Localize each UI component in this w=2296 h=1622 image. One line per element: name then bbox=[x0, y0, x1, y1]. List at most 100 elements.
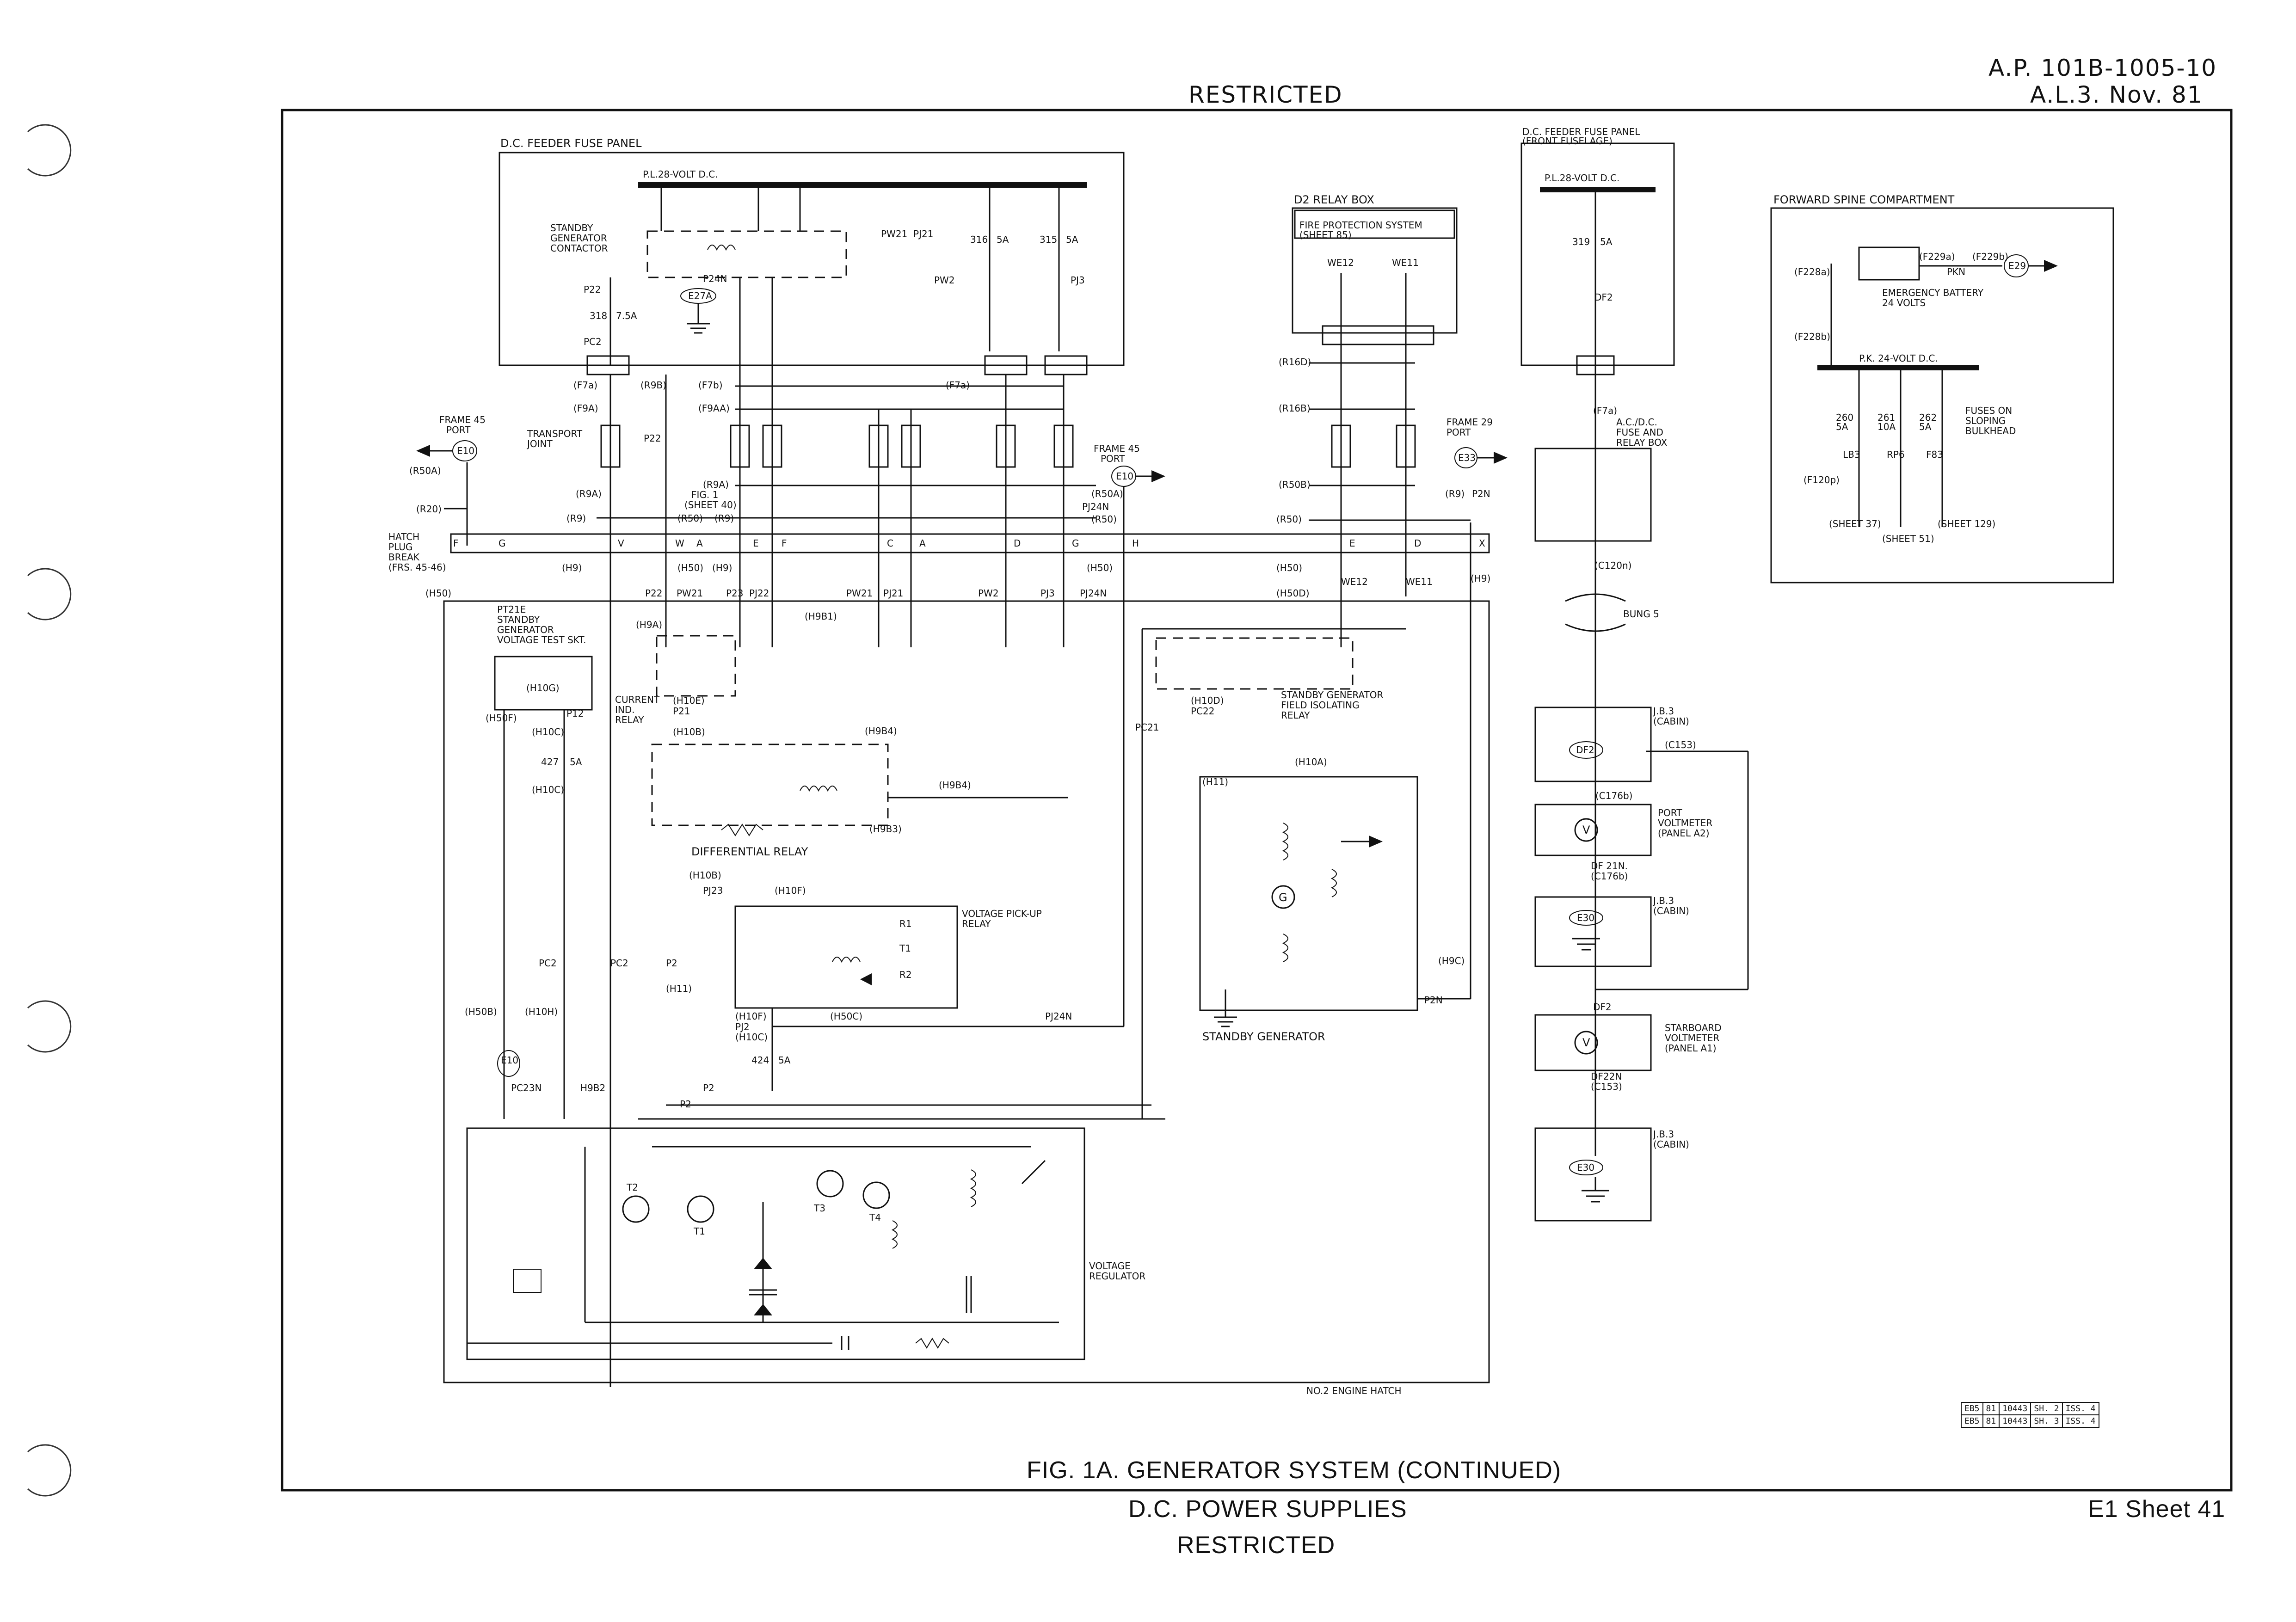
svg-text:PORT: PORT bbox=[1101, 453, 1125, 464]
svg-text:E27A: E27A bbox=[688, 290, 712, 301]
svg-text:(R50B): (R50B) bbox=[1279, 479, 1311, 490]
svg-text:STANDBY GENERATOR: STANDBY GENERATOR bbox=[1202, 1030, 1325, 1043]
svg-text:E: E bbox=[1349, 538, 1355, 549]
transistor-t1 bbox=[687, 1195, 714, 1223]
standby-generator-box bbox=[1199, 776, 1418, 1011]
svg-text:C: C bbox=[887, 538, 893, 549]
svg-text:(H10F): (H10F) bbox=[775, 885, 806, 896]
svg-text:A: A bbox=[696, 538, 703, 549]
svg-text:(CABIN): (CABIN) bbox=[1653, 905, 1689, 916]
svg-text:(R16D): (R16D) bbox=[1279, 356, 1311, 368]
plug-pins: F G V W A E F C A D G H E D X bbox=[453, 538, 1485, 549]
svg-text:T3: T3 bbox=[813, 1203, 825, 1214]
svg-text:(SHEET 40): (SHEET 40) bbox=[684, 499, 737, 510]
svg-text:(H9): (H9) bbox=[1471, 573, 1490, 584]
svg-text:(H50D): (H50D) bbox=[1276, 588, 1310, 599]
svg-text:PC21: PC21 bbox=[1135, 722, 1159, 733]
generator-icon bbox=[1271, 885, 1295, 909]
svg-text:DIFFERENTIAL RELAY: DIFFERENTIAL RELAY bbox=[691, 845, 808, 858]
fuse-315: 315 bbox=[1040, 234, 1057, 245]
svg-text:RELAY: RELAY bbox=[962, 918, 991, 929]
contactor-body bbox=[646, 230, 847, 278]
svg-text:P22: P22 bbox=[645, 588, 663, 599]
svg-text:(SHEET 85): (SHEET 85) bbox=[1299, 229, 1352, 240]
svg-text:PW2: PW2 bbox=[934, 275, 955, 286]
svg-text:FRAME 45: FRAME 45 bbox=[1094, 443, 1140, 454]
svg-text:BULKHEAD: BULKHEAD bbox=[1965, 425, 2016, 436]
svg-text:JOINT: JOINT bbox=[526, 438, 553, 449]
svg-text:RELAY: RELAY bbox=[1281, 710, 1310, 721]
svg-text:(H50): (H50) bbox=[1087, 562, 1113, 573]
fuse-316: 316 bbox=[970, 234, 988, 245]
svg-text:P22: P22 bbox=[644, 433, 661, 444]
svg-text:(H10C): (H10C) bbox=[532, 726, 564, 737]
svg-text:7.5A: 7.5A bbox=[616, 310, 637, 321]
generator-field-2 bbox=[1282, 934, 1288, 962]
regulator-resistor bbox=[915, 1338, 949, 1349]
svg-text:(PANEL A1): (PANEL A1) bbox=[1665, 1043, 1717, 1054]
svg-text:PC2: PC2 bbox=[610, 958, 628, 969]
svg-text:SLOPING: SLOPING bbox=[1965, 415, 2006, 426]
svg-text:(R50): (R50) bbox=[1276, 514, 1302, 525]
svg-text:5A: 5A bbox=[1066, 234, 1078, 245]
svg-text:J.B.3: J.B.3 bbox=[1652, 706, 1674, 717]
svg-text:R2: R2 bbox=[899, 969, 912, 980]
svg-text:(H50B): (H50B) bbox=[465, 1006, 497, 1017]
regulator-coil bbox=[891, 1220, 898, 1249]
forward-spine-box bbox=[1770, 207, 2114, 584]
svg-text:(H9B4): (H9B4) bbox=[865, 725, 897, 737]
svg-text:P2N: P2N bbox=[1424, 995, 1443, 1006]
svg-text:IND.: IND. bbox=[615, 704, 635, 715]
svg-text:P2N: P2N bbox=[1472, 488, 1490, 499]
svg-text:5A: 5A bbox=[1836, 421, 1848, 432]
svg-text:PJ21: PJ21 bbox=[883, 588, 903, 599]
footer-classification: RESTRICTED bbox=[1177, 1532, 1336, 1559]
svg-text:FIELD ISOLATING: FIELD ISOLATING bbox=[1281, 700, 1360, 711]
svg-text:(R9): (R9) bbox=[566, 513, 586, 524]
svg-text:FRAME 29: FRAME 29 bbox=[1447, 417, 1493, 428]
svg-text:(F229b): (F229b) bbox=[1972, 251, 2008, 262]
svg-text:(F9A): (F9A) bbox=[573, 403, 598, 414]
svg-text:D.C. FEEDER FUSE PANEL: D.C. FEEDER FUSE PANEL bbox=[1522, 126, 1640, 137]
svg-text:PORT: PORT bbox=[1658, 807, 1682, 818]
svg-text:(F9AA): (F9AA) bbox=[698, 403, 730, 414]
tag-pj22 bbox=[762, 424, 782, 468]
svg-text:(F7a): (F7a) bbox=[1593, 405, 1617, 416]
svg-text:(H9): (H9) bbox=[712, 562, 732, 573]
svg-text:5A: 5A bbox=[570, 756, 582, 768]
generator-field-1 bbox=[1282, 823, 1288, 860]
svg-text:D: D bbox=[1414, 538, 1421, 549]
transistor-t3 bbox=[816, 1170, 844, 1198]
binder-hole bbox=[27, 1000, 72, 1053]
svg-text:(H9C): (H9C) bbox=[1438, 955, 1465, 966]
test-socket bbox=[494, 656, 593, 711]
svg-text:PJ3: PJ3 bbox=[1071, 275, 1085, 286]
fuse-319: 319 bbox=[1572, 236, 1590, 247]
svg-text:P2: P2 bbox=[666, 958, 677, 969]
svg-text:(C153): (C153) bbox=[1665, 739, 1696, 750]
svg-text:(C176b): (C176b) bbox=[1595, 790, 1632, 801]
svg-text:FRAME 45: FRAME 45 bbox=[439, 414, 486, 425]
svg-text:P12: P12 bbox=[566, 708, 584, 719]
svg-text:V: V bbox=[618, 538, 624, 549]
tag-pc2 bbox=[600, 424, 621, 468]
earth-e30 bbox=[1569, 910, 1603, 926]
transistor-t2 bbox=[622, 1195, 650, 1223]
field-isolating-relay bbox=[1155, 637, 1354, 690]
svg-text:RELAY BOX: RELAY BOX bbox=[1616, 437, 1668, 448]
svg-text:E30: E30 bbox=[1577, 1162, 1594, 1173]
svg-text:A: A bbox=[919, 538, 926, 549]
svg-text:TRANSPORT: TRANSPORT bbox=[527, 428, 583, 439]
svg-text:P22: P22 bbox=[584, 284, 601, 295]
svg-text:G: G bbox=[499, 538, 506, 549]
svg-text:10A: 10A bbox=[1877, 421, 1896, 432]
connector-d bbox=[586, 355, 630, 375]
voltage-pickup-relay bbox=[734, 905, 958, 1009]
connector-a bbox=[1044, 355, 1088, 375]
svg-text:(H10H): (H10H) bbox=[525, 1006, 558, 1017]
jb3-cabin-box-3 bbox=[1534, 1127, 1652, 1222]
footer-subtitle: D.C. POWER SUPPLIES bbox=[1128, 1496, 1407, 1523]
svg-text:PC23N: PC23N bbox=[511, 1082, 542, 1094]
no2-engine-hatch-box bbox=[443, 600, 1490, 1383]
